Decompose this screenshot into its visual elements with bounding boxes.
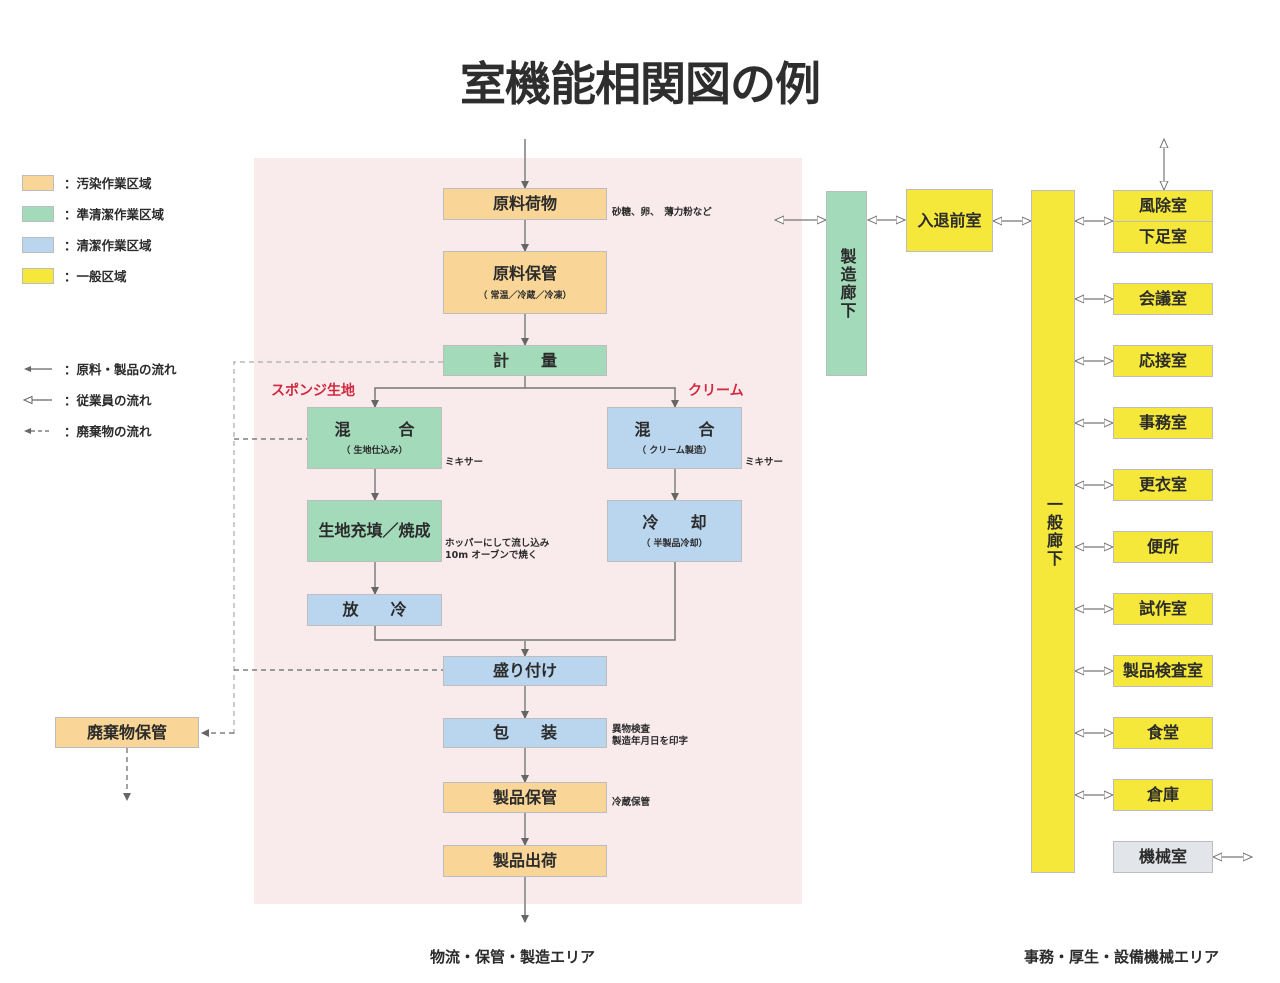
box-room-cafeteria[interactable]: 食堂 — [1113, 717, 1213, 749]
legend-staff-flow: ：従業員の流れ — [22, 390, 152, 409]
box-label: 製品検査室 — [1122, 661, 1203, 681]
note-mix-sponge: ミキサー — [445, 457, 484, 468]
box-sublabel: （ クリーム製造） — [637, 446, 712, 457]
box-fill-bake[interactable]: 生地充填／焼成 — [307, 500, 442, 562]
branch-label-sponge: スポンジ生地 — [271, 383, 355, 399]
box-label: 会議室 — [1138, 289, 1187, 309]
box-room-inspection[interactable]: 製品検査室 — [1113, 655, 1213, 687]
box-label: 生地充填／焼成 — [318, 521, 431, 541]
box-label: 製品出荷 — [492, 851, 557, 871]
branch-label-cream: クリーム — [688, 383, 744, 399]
box-cool-cream[interactable]: 冷 却 （ 半製品冷却） — [607, 500, 742, 562]
box-general-corridor[interactable]: 一般廊下 — [1031, 190, 1075, 873]
box-machine-room[interactable]: 機械室 — [1113, 841, 1213, 873]
box-label: 試作室 — [1138, 599, 1187, 619]
box-room-reception[interactable]: 応接室 — [1113, 345, 1213, 377]
box-plating[interactable]: 盛り付け — [443, 656, 607, 686]
box-label: 放 冷 — [342, 600, 407, 620]
area-label-office: 事務・厚生・設備機械エリア — [1024, 948, 1220, 966]
box-label: 食堂 — [1146, 723, 1179, 743]
box-room-test-kitchen[interactable]: 試作室 — [1113, 593, 1213, 625]
solid-hollow-arrow-icon — [22, 395, 52, 404]
box-cool-sponge[interactable]: 放 冷 — [307, 594, 442, 626]
box-room-meeting[interactable]: 会議室 — [1113, 283, 1213, 315]
note-raw-arrival: 砂糖、卵、 薄力粉など — [612, 207, 712, 218]
box-label: 一般廊下 — [1044, 495, 1063, 568]
box-label: 廃棄物保管 — [86, 722, 167, 742]
box-label: 便所 — [1146, 537, 1179, 557]
box-label: 混 合 — [334, 419, 415, 439]
legend-label: ：清潔作業区域 — [64, 238, 152, 253]
box-mix-sponge[interactable]: 混 合 （ 生地仕込み） — [307, 407, 442, 469]
box-sublabel: （ 生地仕込み） — [341, 446, 408, 457]
box-entry-anteroom[interactable]: 入退前室 — [906, 189, 993, 252]
box-label: 風除室 — [1138, 196, 1187, 216]
box-product-storage[interactable]: 製品保管 — [443, 782, 607, 813]
box-label: 製品保管 — [492, 787, 557, 807]
box-label: 更衣室 — [1138, 475, 1187, 495]
legend-swatch-blue — [22, 236, 54, 253]
legend-label: ：汚染作業区域 — [64, 176, 152, 191]
legend-swatch-orange — [22, 174, 54, 191]
box-room-locker[interactable]: 更衣室 — [1113, 469, 1213, 501]
dashed-filled-arrow-icon — [24, 427, 52, 434]
box-label: 原料荷物 — [492, 194, 557, 214]
box-label: 入退前室 — [917, 210, 982, 230]
box-label: 事務室 — [1138, 413, 1187, 433]
box-mix-cream[interactable]: 混 合 （ クリーム製造） — [607, 407, 742, 469]
box-sublabel: （ 常温／冷蔵／冷凍） — [478, 290, 572, 301]
note-mix-cream: ミキサー — [745, 457, 784, 468]
legend-general: ：一般区域 — [22, 266, 127, 285]
box-raw-storage[interactable]: 原料保管 （ 常温／冷蔵／冷凍） — [443, 251, 607, 314]
arrow-split — [374, 387, 676, 406]
box-room-office[interactable]: 事務室 — [1113, 407, 1213, 439]
box-raw-arrival[interactable]: 原料荷物 — [443, 188, 607, 220]
solid-filled-arrow-icon — [24, 365, 52, 372]
page-title: 室機能相関図の例 — [460, 57, 821, 111]
box-label: 倉庫 — [1146, 785, 1179, 805]
box-room-warehouse[interactable]: 倉庫 — [1113, 779, 1213, 811]
box-label: 混 合 — [634, 419, 715, 439]
box-label: 製造廊下 — [837, 247, 857, 320]
box-shipping[interactable]: 製品出荷 — [443, 845, 607, 877]
box-label: 盛り付け — [492, 661, 557, 681]
legend-label: ：原料・製品の流れ — [64, 362, 177, 377]
note-fill-bake: ホッパーにして流し込み 10m オーブンで焼く — [445, 538, 550, 561]
box-mfg-corridor[interactable]: 製造廊下 — [826, 191, 867, 376]
box-label: 下足室 — [1138, 227, 1187, 247]
legend-label: ：一般区域 — [64, 269, 127, 284]
box-waste-storage[interactable]: 廃棄物保管 — [55, 717, 199, 748]
legend-clean: ：清潔作業区域 — [22, 235, 152, 254]
legend-material-flow: ：原料・製品の流れ — [22, 359, 177, 378]
box-label: 機械室 — [1138, 847, 1187, 867]
legend-label: ：従業員の流れ — [64, 393, 152, 408]
legend-swatch-yellow — [22, 267, 54, 284]
legend-swatch-green — [22, 205, 54, 222]
legend-waste-flow: ：廃棄物の流れ — [22, 421, 152, 440]
box-label: 計 量 — [492, 350, 557, 370]
waste-line-weigh — [233, 361, 443, 735]
legend-label: ：準清潔作業区域 — [64, 207, 165, 222]
note-packaging: 異物検査 製造年月日を印字 — [612, 724, 689, 747]
box-shoe-room[interactable]: 下足室 — [1113, 221, 1213, 253]
area-label-production: 物流・保管・製造エリア — [430, 948, 596, 966]
legend-label: ：廃棄物の流れ — [64, 424, 152, 439]
legend-semi-clean: ：準清潔作業区域 — [22, 204, 164, 223]
box-windbreak[interactable]: 風除室 — [1113, 190, 1213, 222]
box-packaging[interactable]: 包 装 — [443, 718, 607, 748]
box-label: 冷 却 — [642, 512, 707, 532]
legend-contaminated: ：汚染作業区域 — [22, 173, 152, 192]
box-sublabel: （ 半製品冷却） — [641, 539, 708, 550]
box-weighing[interactable]: 計 量 — [443, 345, 607, 376]
box-room-toilet[interactable]: 便所 — [1113, 531, 1213, 563]
note-product-storage: 冷蔵保管 — [612, 797, 651, 808]
box-label: 応接室 — [1138, 351, 1187, 371]
box-label: 原料保管 — [492, 264, 557, 284]
box-label: 包 装 — [492, 723, 557, 743]
